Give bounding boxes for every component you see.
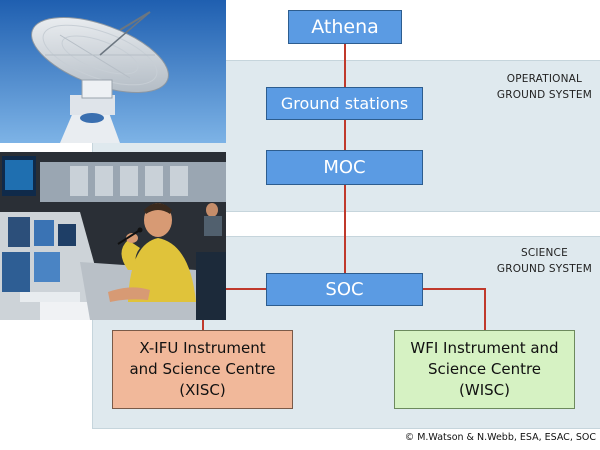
soc-node: SOC (266, 273, 423, 306)
control-room-illustration (0, 152, 226, 320)
xisc-line: X-IFU Instrument (139, 339, 266, 357)
ground-station-antenna-photo (0, 0, 226, 143)
panel-label-line: SCIENCE (520, 247, 568, 259)
xisc-node: X-IFU Instrument and Science Centre (XIS… (112, 330, 293, 409)
image-credit: © M.Watson & N.Webb, ESA, ESAC, SOC (404, 432, 596, 443)
wisc-node: WFI Instrument and Science Centre (WISC) (394, 330, 575, 409)
panel-label-line: OPERATIONAL (506, 73, 583, 85)
antenna-illustration (0, 0, 226, 143)
wisc-line: (WISC) (459, 381, 510, 399)
wisc-line: Science Centre (427, 360, 542, 378)
moc-node: MOC (266, 150, 423, 185)
xisc-line: and Science Centre (129, 360, 276, 378)
science-ground-system-label: SCIENCE GROUND SYSTEM (497, 245, 592, 277)
athena-node: Athena (288, 10, 402, 44)
wisc-line: WFI Instrument and (410, 339, 559, 357)
control-room-photo (0, 152, 226, 320)
panel-label-line: GROUND SYSTEM (496, 89, 592, 101)
operational-ground-system-label: OPERATIONAL GROUND SYSTEM (497, 71, 592, 103)
panel-label-line: GROUND SYSTEM (496, 263, 592, 275)
ground-stations-node: Ground stations (266, 87, 423, 120)
xisc-line: (XISC) (179, 381, 226, 399)
